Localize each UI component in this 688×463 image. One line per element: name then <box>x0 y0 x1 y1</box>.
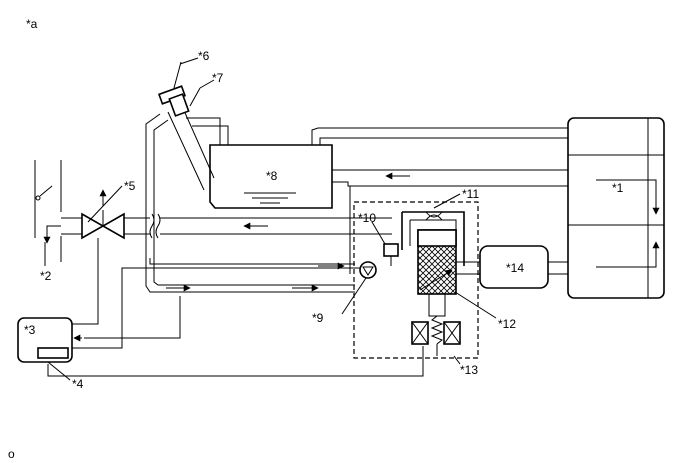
label-14-canister: *14 <box>506 261 524 275</box>
label-5-vsv: *5 <box>124 179 136 193</box>
label-2-intake: *2 <box>40 269 52 283</box>
label-9-pump: *9 <box>312 311 324 325</box>
canister-pump-module <box>353 201 479 359</box>
footer-text: o <box>8 447 15 461</box>
charcoal-canister <box>479 245 568 289</box>
intake-duct <box>34 160 62 262</box>
label-10-sensor: *10 <box>358 211 376 225</box>
signal-wires <box>47 238 424 377</box>
solenoid <box>411 293 461 356</box>
label-8-tank: *8 <box>266 169 278 183</box>
purge-vsv <box>81 189 125 240</box>
label-12-valve: *12 <box>498 317 516 331</box>
engine-block <box>567 117 665 299</box>
tank-vent-lines <box>186 117 568 274</box>
leader-lines <box>44 57 497 381</box>
label-11-filter: *11 <box>462 187 479 201</box>
label-4: *4 <box>72 377 84 391</box>
pressure-sensor <box>383 243 399 266</box>
label-13-module: *13 <box>460 363 478 377</box>
figure-label: *a <box>26 17 38 31</box>
label-7-filler: *7 <box>212 71 224 85</box>
label-1-engine: *1 <box>612 181 624 195</box>
vane-pump <box>359 261 377 279</box>
label-6-cap: *6 <box>198 49 210 63</box>
ecm <box>17 317 73 363</box>
label-3-ecm: *3 <box>24 323 36 337</box>
switching-valve <box>417 229 480 295</box>
